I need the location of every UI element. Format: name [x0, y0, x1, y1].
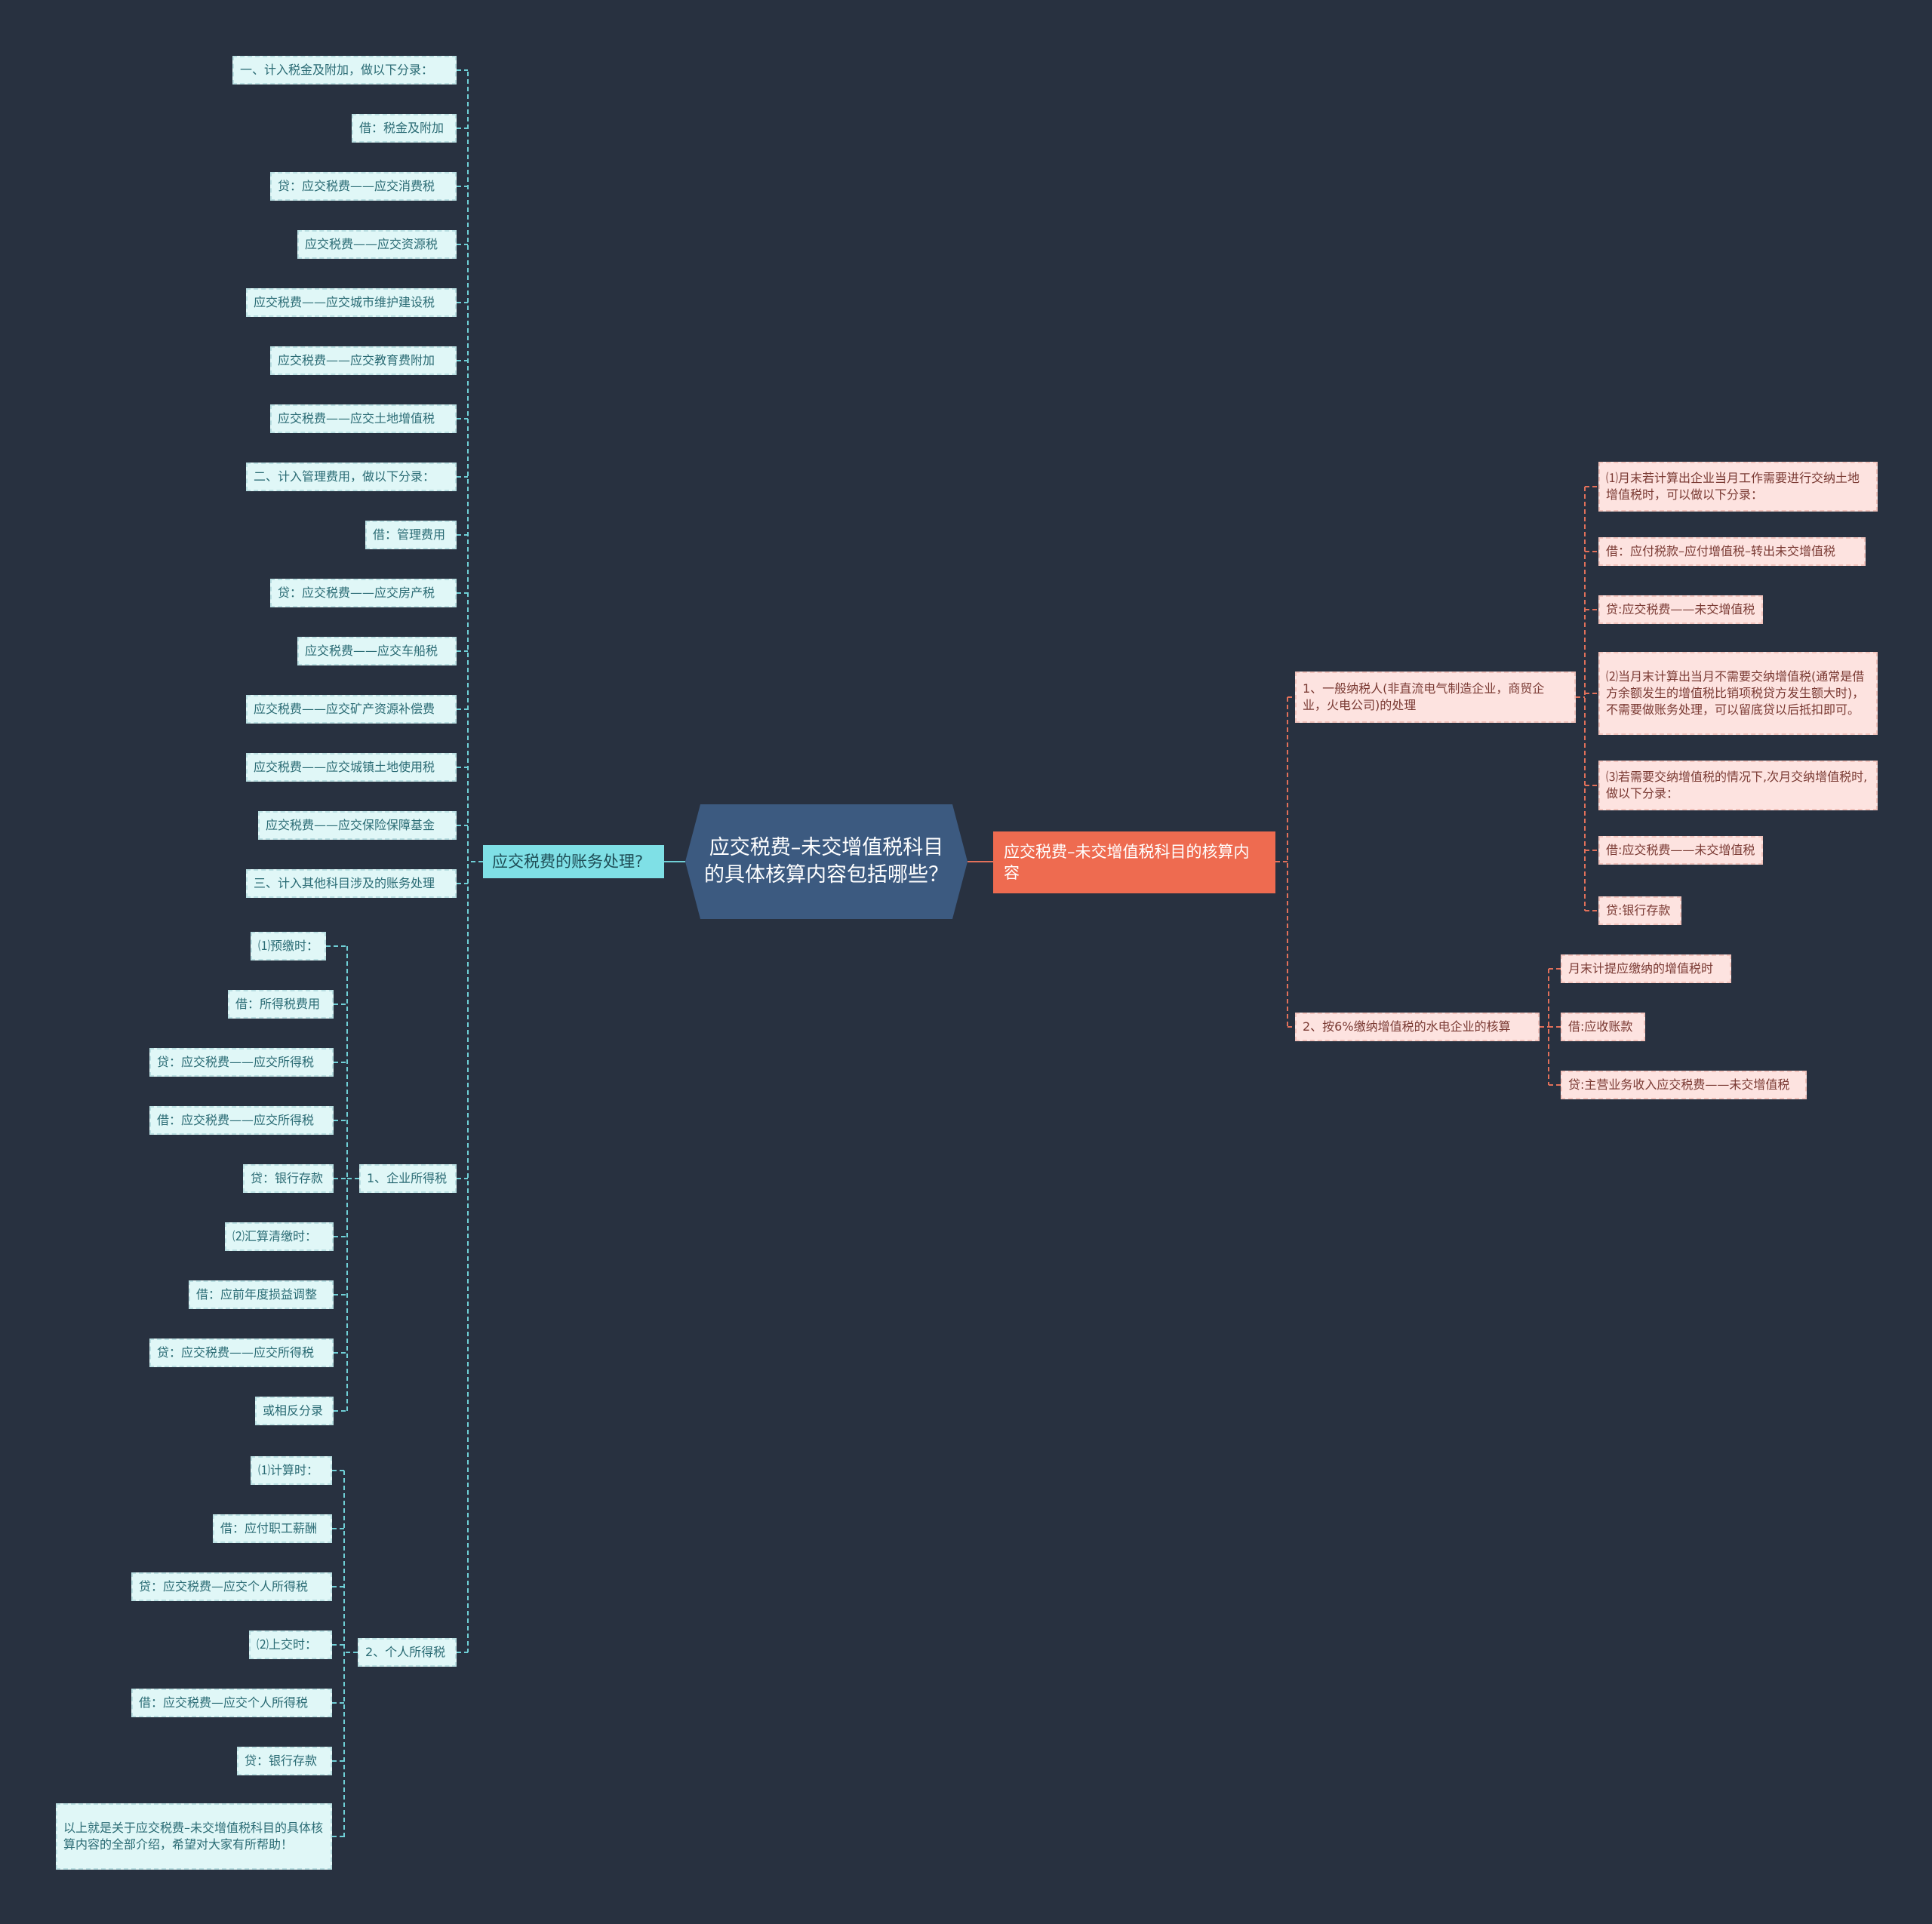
- right-item-1-text: 1、一般纳税人(非直流电气制造企业，商贸企业，火电公司)的处理: [1303, 681, 1545, 712]
- corp-tax-item-2[interactable]: 借：所得税费用: [228, 990, 334, 1019]
- corp-tax-item-1-text: ⑴预缴时：: [258, 939, 319, 953]
- left-item-11-text: 应交税费——应交车船税: [305, 644, 438, 658]
- general-taxpayer-item-2[interactable]: 借：应付税款–应付增值税–转出未交增值税: [1598, 537, 1866, 566]
- left-item-16[interactable]: 1、企业所得税: [359, 1164, 457, 1193]
- personal-tax-item-7[interactable]: 以上就是关于应交税费–未交增值税科目的具体核算内容的全部介绍，希望对大家有所帮助…: [56, 1803, 332, 1870]
- left-item-9[interactable]: 借：管理费用: [365, 521, 457, 549]
- personal-tax-item-4[interactable]: ⑵上交时：: [249, 1630, 332, 1659]
- root-text: 应交税费–未交增值税科目的具体核算内容包括哪些？: [704, 836, 949, 887]
- left-item-11[interactable]: 应交税费——应交车船税: [297, 637, 457, 665]
- general-taxpayer-item-2-text: 借：应付税款–应付增值税–转出未交增值税: [1606, 544, 1836, 558]
- left-item-12[interactable]: 应交税费——应交矿产资源补偿费: [246, 695, 457, 724]
- personal-tax-item-7-text: 以上就是关于应交税费–未交增值税科目的具体核算内容的全部介绍，希望对大家有所帮助…: [63, 1821, 324, 1852]
- left-item-2[interactable]: 借：税金及附加: [352, 114, 457, 143]
- left-item-6-text: 应交税费——应交教育费附加: [278, 353, 435, 367]
- personal-tax-item-2-text: 借：应付职工薪酬: [220, 1521, 318, 1535]
- hydro-item-3-text: 贷:主营业务收入应交税费——未交增值税: [1568, 1077, 1790, 1092]
- corp-tax-item-2-text: 借：所得税费用: [235, 997, 321, 1011]
- left-item-10[interactable]: 贷：应交税费——应交房产税: [270, 579, 457, 607]
- general-taxpayer-item-5[interactable]: ⑶若需要交纳增值税的情况下,次月交纳增值税时,做以下分录：: [1598, 761, 1878, 810]
- left-item-13[interactable]: 应交税费——应交城镇土地使用税: [246, 753, 457, 782]
- general-taxpayer-item-7-text: 贷:银行存款: [1606, 903, 1671, 917]
- personal-tax-item-1-text: ⑴计算时：: [258, 1463, 319, 1477]
- left-item-7[interactable]: 应交税费——应交土地增值税: [270, 404, 457, 433]
- personal-tax-item-3[interactable]: 贷：应交税费—应交个人所得税: [131, 1572, 332, 1601]
- corp-tax-item-9-text: 或相反分录: [263, 1403, 324, 1418]
- left-item-17[interactable]: 2、个人所得税: [358, 1638, 457, 1667]
- corp-tax-item-8[interactable]: 贷：应交税费——应交所得税: [149, 1339, 334, 1367]
- hydro-item-2[interactable]: 借:应收账款: [1561, 1013, 1645, 1041]
- general-taxpayer-item-4[interactable]: ⑵当月末计算出当月不需要交纳增值税(通常是借方余额发生的增值税比销项税贷方发生额…: [1598, 652, 1878, 735]
- corp-tax-item-8-text: 贷：应交税费——应交所得税: [157, 1345, 315, 1360]
- corp-tax-item-3-text: 贷：应交税费——应交所得税: [157, 1055, 315, 1069]
- general-taxpayer-item-1[interactable]: ⑴月末若计算出企业当月工作需要进行交纳土地增值税时，可以做以下分录：: [1598, 462, 1878, 512]
- corp-tax-item-7[interactable]: 借：应前年度损益调整: [189, 1280, 334, 1309]
- corp-tax-item-5-text: 贷：银行存款: [251, 1171, 324, 1185]
- left-item-3[interactable]: 贷：应交税费——应交消费税: [270, 172, 457, 201]
- left-item-10-text: 贷：应交税费——应交房产税: [278, 585, 435, 600]
- corp-tax-item-9[interactable]: 或相反分录: [255, 1397, 334, 1425]
- corp-tax-item-6-text: ⑵汇算清缴时：: [232, 1229, 318, 1243]
- general-taxpayer-item-6[interactable]: 借:应交税费——未交增值税: [1598, 836, 1763, 865]
- personal-tax-item-6[interactable]: 贷：银行存款: [237, 1747, 332, 1775]
- left-item-4-text: 应交税费——应交资源税: [305, 237, 438, 251]
- general-taxpayer-item-4-text: ⑵当月末计算出当月不需要交纳增值税(通常是借方余额发生的增值税比销项税贷方发生额…: [1606, 669, 1865, 717]
- personal-tax-item-2[interactable]: 借：应付职工薪酬: [213, 1514, 332, 1543]
- hydro-item-3[interactable]: 贷:主营业务收入应交税费——未交增值税: [1561, 1071, 1807, 1099]
- general-taxpayer-item-3-text: 贷:应交税费——未交增值税: [1606, 602, 1755, 616]
- left-item-4[interactable]: 应交税费——应交资源税: [297, 230, 457, 259]
- left-item-14-text: 应交税费——应交保险保障基金: [266, 818, 435, 832]
- general-taxpayer-item-6-text: 借:应交税费——未交增值税: [1606, 843, 1755, 857]
- left-item-7-text: 应交税费——应交土地增值税: [278, 411, 435, 426]
- corp-tax-item-1[interactable]: ⑴预缴时：: [251, 932, 326, 960]
- personal-tax-item-4-text: ⑵上交时：: [257, 1637, 318, 1652]
- left-item-5[interactable]: 应交税费——应交城市维护建设税: [246, 288, 457, 317]
- left-item-8-text: 二、计入管理费用，做以下分录：: [254, 469, 435, 484]
- personal-tax-item-6-text: 贷：银行存款: [245, 1753, 318, 1768]
- left-item-3-text: 贷：应交税费——应交消费税: [278, 179, 435, 193]
- left-item-1-text: 一、计入税金及附加，做以下分录：: [240, 63, 434, 77]
- left-main-text: 应交税费的账务处理?: [492, 853, 644, 871]
- general-taxpayer-item-1-text: ⑴月末若计算出企业当月工作需要进行交纳土地增值税时，可以做以下分录：: [1606, 471, 1860, 502]
- left-item-9-text: 借：管理费用: [373, 527, 446, 542]
- left-item-1[interactable]: 一、计入税金及附加，做以下分录：: [232, 56, 457, 85]
- left-item-6[interactable]: 应交税费——应交教育费附加: [270, 346, 457, 375]
- hydro-item-1[interactable]: 月末计提应缴纳的增值税时: [1561, 954, 1731, 983]
- left-main-topic[interactable]: 应交税费的账务处理?: [483, 845, 664, 878]
- general-taxpayer-item-7[interactable]: 贷:银行存款: [1598, 896, 1681, 925]
- right-item-2-text: 2、按6%缴纳增值税的水电企业的核算: [1303, 1019, 1511, 1034]
- personal-tax-item-3-text: 贷：应交税费—应交个人所得税: [139, 1579, 309, 1594]
- right-item-2[interactable]: 2、按6%缴纳增值税的水电企业的核算: [1295, 1013, 1540, 1041]
- corp-tax-item-7-text: 借：应前年度损益调整: [196, 1287, 318, 1302]
- left-item-5-text: 应交税费——应交城市维护建设税: [254, 295, 435, 309]
- right-main-text: 应交税费–未交增值税科目的核算内容: [1004, 843, 1250, 882]
- left-item-15[interactable]: 三、计入其他科目涉及的账务处理: [246, 869, 457, 898]
- hydro-item-1-text: 月末计提应缴纳的增值税时: [1568, 961, 1714, 976]
- corp-tax-item-4-text: 借：应交税费——应交所得税: [157, 1113, 315, 1127]
- left-item-15-text: 三、计入其他科目涉及的账务处理: [254, 876, 435, 890]
- left-item-12-text: 应交税费——应交矿产资源补偿费: [254, 702, 435, 716]
- right-item-1[interactable]: 1、一般纳税人(非直流电气制造企业，商贸企业，火电公司)的处理: [1295, 672, 1576, 723]
- left-item-14[interactable]: 应交税费——应交保险保障基金: [258, 811, 457, 840]
- personal-tax-item-1[interactable]: ⑴计算时：: [251, 1456, 332, 1485]
- corp-tax-item-5[interactable]: 贷：银行存款: [243, 1164, 334, 1193]
- left-item-2-text: 借：税金及附加: [359, 121, 445, 135]
- left-item-17-text: 2、个人所得税: [365, 1645, 446, 1659]
- left-item-13-text: 应交税费——应交城镇土地使用税: [254, 760, 435, 774]
- root-topic[interactable]: 应交税费–未交增值税科目的具体核算内容包括哪些？: [685, 804, 968, 919]
- corp-tax-item-6[interactable]: ⑵汇算清缴时：: [225, 1222, 334, 1251]
- left-item-8[interactable]: 二、计入管理费用，做以下分录：: [246, 463, 457, 491]
- left-item-16-text: 1、企业所得税: [367, 1171, 448, 1185]
- corp-tax-item-3[interactable]: 贷：应交税费——应交所得税: [149, 1048, 334, 1077]
- personal-tax-item-5[interactable]: 借：应交税费—应交个人所得税: [131, 1689, 332, 1717]
- general-taxpayer-item-5-text: ⑶若需要交纳增值税的情况下,次月交纳增值税时,做以下分录：: [1606, 770, 1868, 801]
- right-main-topic[interactable]: 应交税费–未交增值税科目的核算内容: [993, 831, 1275, 893]
- corp-tax-item-4[interactable]: 借：应交税费——应交所得税: [149, 1106, 334, 1135]
- personal-tax-item-5-text: 借：应交税费—应交个人所得税: [139, 1695, 309, 1710]
- general-taxpayer-item-3[interactable]: 贷:应交税费——未交增值税: [1598, 595, 1763, 624]
- hydro-item-2-text: 借:应收账款: [1568, 1019, 1633, 1034]
